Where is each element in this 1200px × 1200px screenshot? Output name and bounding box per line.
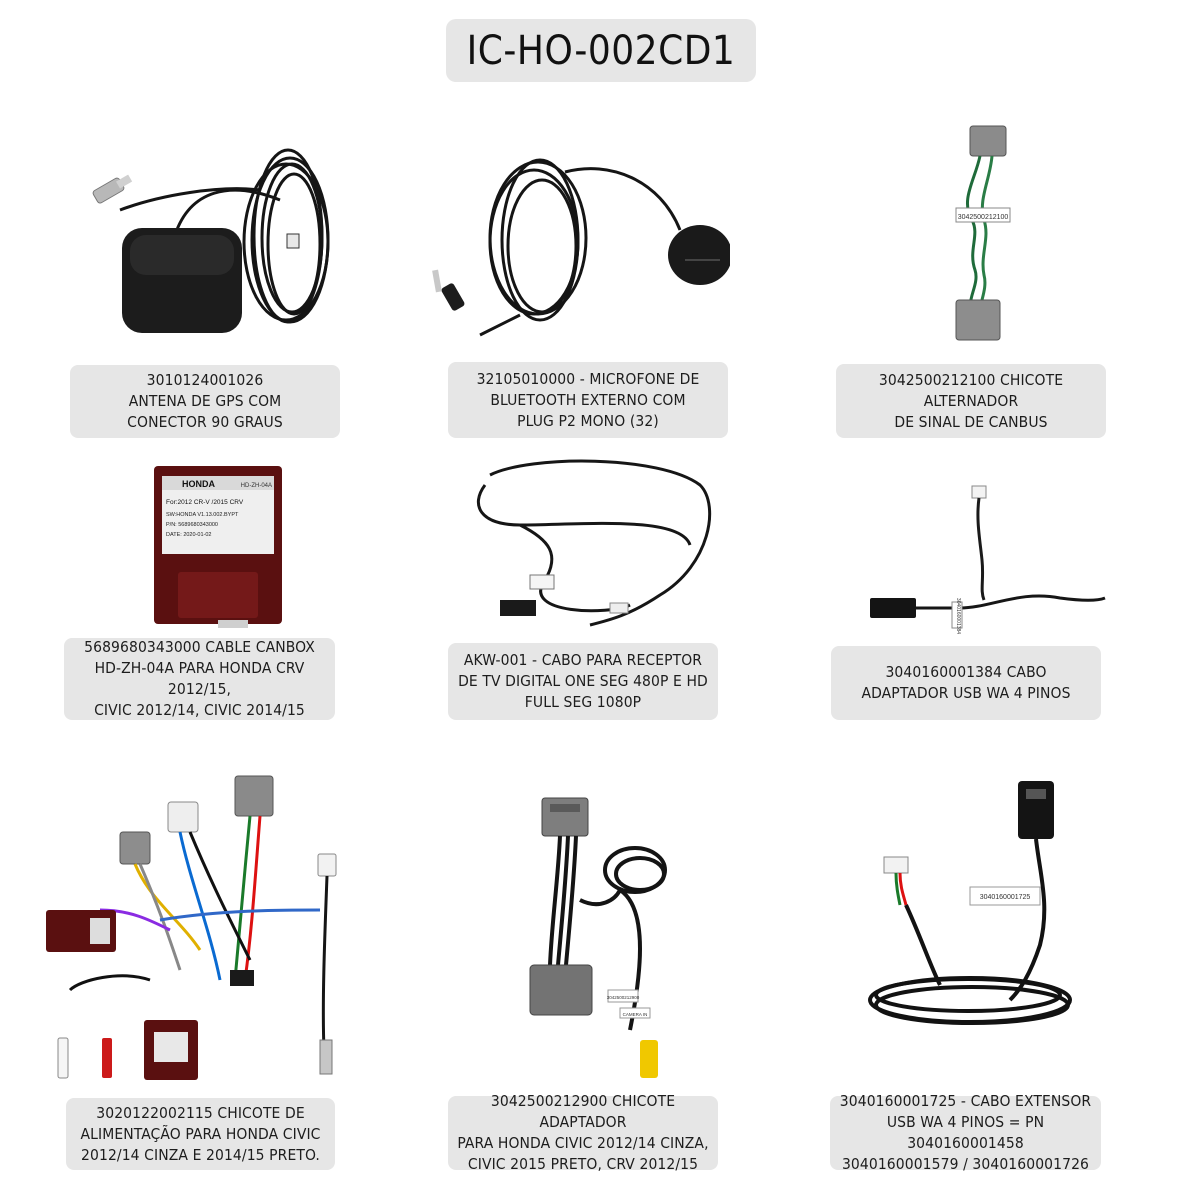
title-badge: IC-HO-002CD1 <box>446 19 756 82</box>
canbox-module-image: HONDA HD-ZH-04A For:2012 CR-V /2015 CRV … <box>154 466 282 628</box>
usb-extension-cable-image: 3040160001725 <box>868 781 1072 1025</box>
canbox-pn-text: P/N: 5689680343000 <box>166 522 218 528</box>
item-label-canbox: 5689680343000 CABLE CANBOX HD-ZH-04A PAR… <box>64 638 335 720</box>
gps-antenna-image <box>92 148 330 333</box>
tv-receiver-cable-image <box>476 459 712 627</box>
civic-adapter-harness-image: 3042500212900 CAMERA IN <box>529 797 667 1078</box>
wire-tag-label: 3042500212100 <box>958 214 1009 221</box>
canbox-for-text: For:2012 CR-V /2015 CRV <box>166 499 244 506</box>
item-label-civic-adapter: 3042500212900 CHICOTE ADAPTADOR PARA HON… <box>448 1092 718 1173</box>
canbox-brand-text: HONDA <box>182 479 215 489</box>
usb-adapter-cable-image: 3040160001384 <box>869 485 1106 634</box>
item-label-canbus-alternator: 3042500212100 CHICOTE ALTERNADOR DE SINA… <box>836 364 1106 438</box>
item-label-gps-antenna: 3010124001026 ANTENA DE GPS COM CONECTOR… <box>70 365 340 438</box>
canbus-harness-image: 3042500212100 <box>955 125 1011 341</box>
item-label-power-harness: 3020122002115 CHICOTE DE ALIMENTAÇÃO PAR… <box>66 1098 335 1170</box>
item-label-tv-receiver: AKW-001 - CABO PARA RECEPTOR DE TV DIGIT… <box>448 643 718 720</box>
canbox-model-text: HD-ZH-04A <box>241 483 272 489</box>
bluetooth-microphone-image <box>432 158 730 337</box>
power-harness-image <box>46 775 337 1080</box>
item-label-usb-adapter: 3040160001384 CABO ADAPTADOR USB WA 4 PI… <box>831 646 1101 720</box>
canbox-sw-text: SW:HONDA V1.13.002.BYPT <box>166 512 239 518</box>
item-label-microphone: 32105010000 - MICROFONE DE BLUETOOTH EXT… <box>448 362 728 438</box>
item-label-usb-extension: 3040160001725 - CABO EXTENSOR USB WA 4 P… <box>830 1092 1101 1173</box>
product-code-title: IC-HO-002CD1 <box>466 27 736 74</box>
ext-tag-label: 3040160001725 <box>980 894 1031 901</box>
canbox-date-text: DATE: 2020-01-02 <box>166 532 211 538</box>
camera-in-tag-label: CAMERA IN <box>623 1012 648 1017</box>
harness-tag-label: 3042500212900 <box>607 995 640 1000</box>
usb-tag-label: 3040160001384 <box>955 598 961 634</box>
